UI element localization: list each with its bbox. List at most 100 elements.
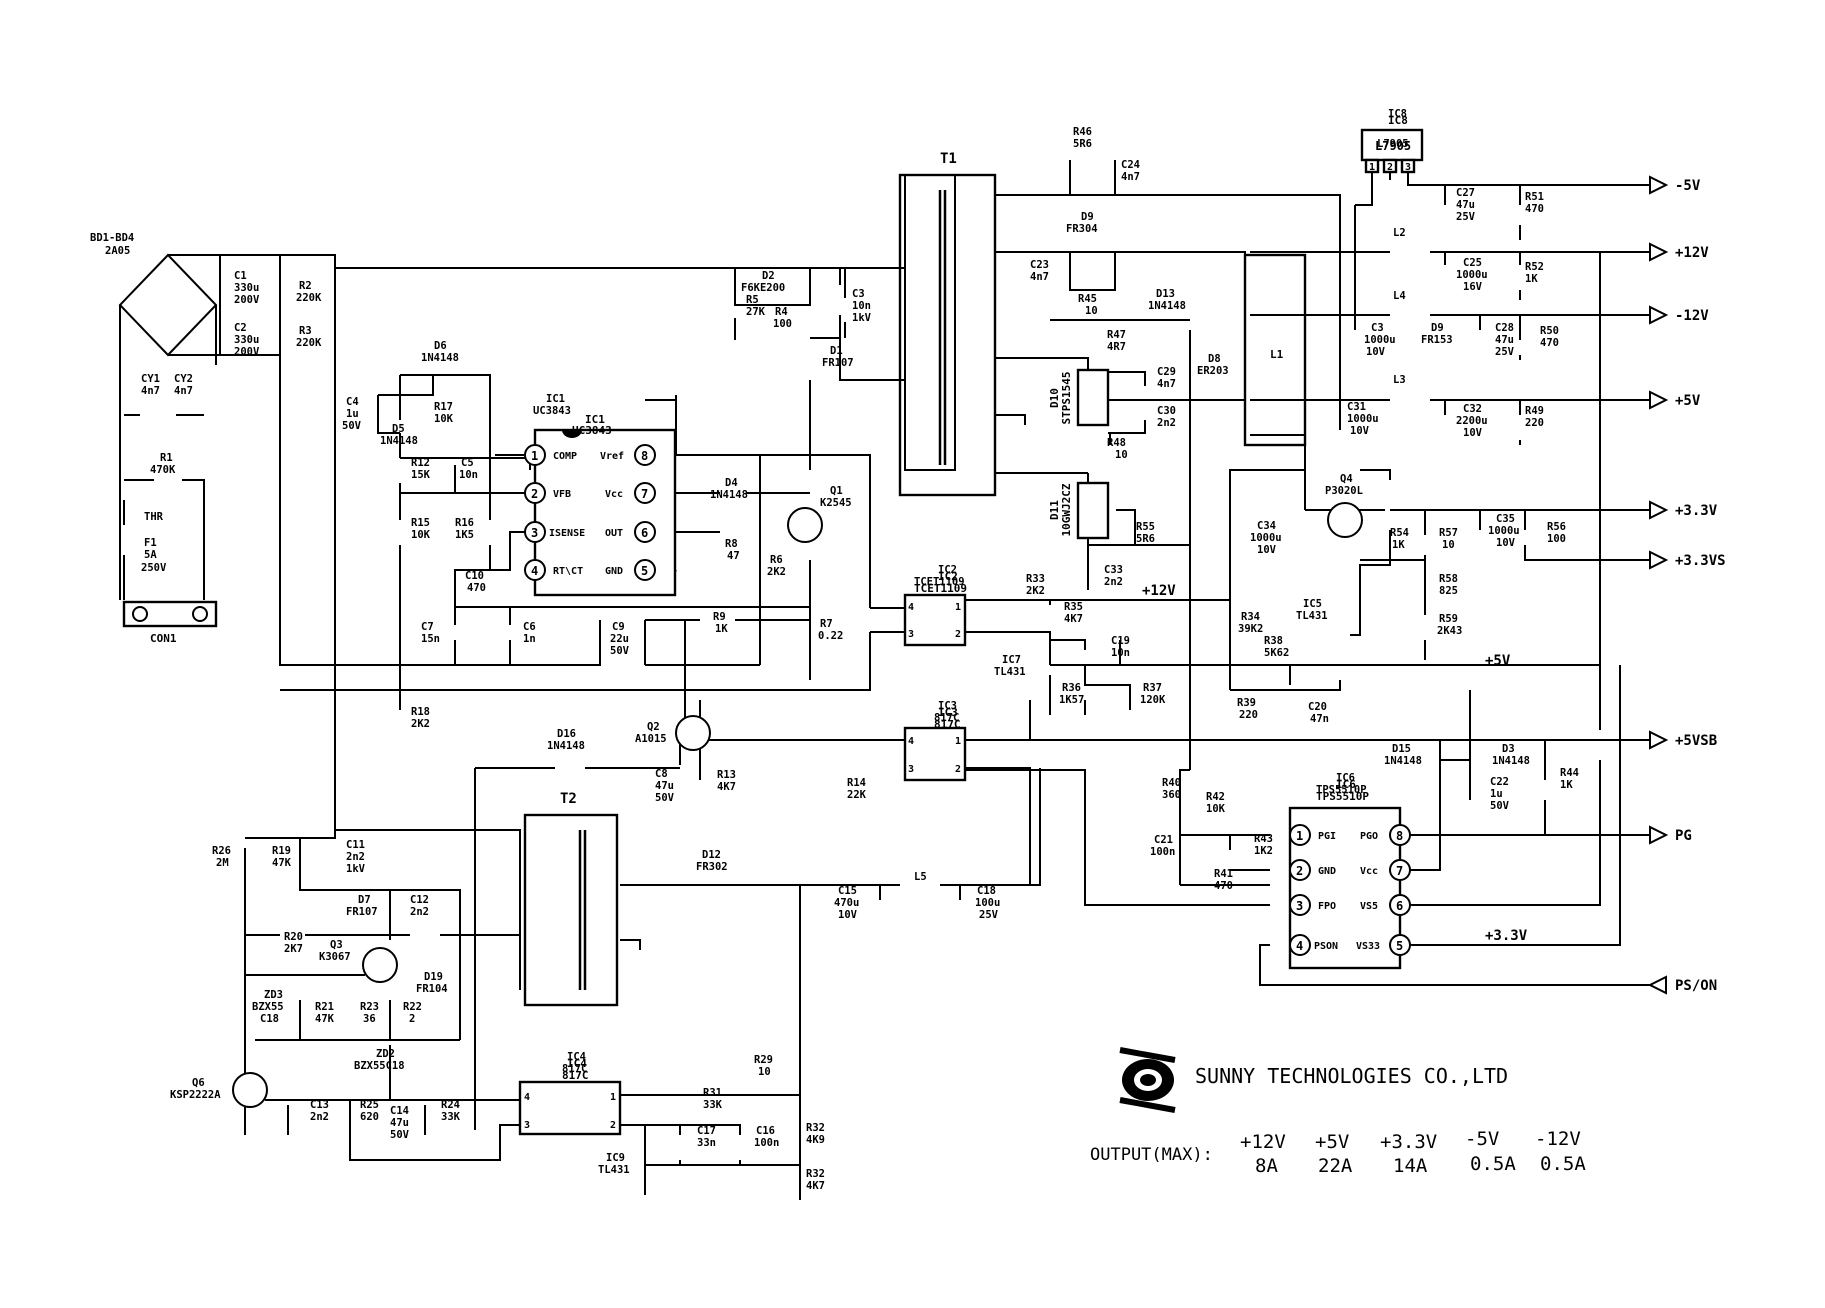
component-label: R15: [411, 517, 430, 529]
output-m5v-amp: 0.5A: [1470, 1153, 1516, 1175]
component-label: 4K7: [717, 781, 736, 793]
component-label: 825: [1439, 585, 1458, 597]
component-label: 250V: [141, 562, 167, 574]
component-label: IC6: [1336, 772, 1355, 784]
component-label: R24: [441, 1099, 460, 1111]
component-label: R46: [1073, 126, 1092, 138]
connector-label: +3.3V: [1675, 503, 1718, 519]
component-label: 1000u: [1364, 334, 1396, 346]
component-label: 2K2: [1026, 585, 1045, 597]
component-label: 2n2: [346, 851, 365, 863]
component-label: 470: [1525, 203, 1544, 215]
component-label: 220: [1525, 417, 1544, 429]
component-label: 1000u: [1347, 413, 1379, 425]
rail-33v: +3.3V: [1485, 928, 1528, 944]
ic6-pin3-num: 3: [1296, 899, 1303, 913]
component-label: 10V: [1366, 346, 1386, 358]
component-label: 2K43: [1437, 625, 1462, 637]
component-label: 1N4148: [1492, 755, 1530, 767]
component-label: R7: [820, 618, 833, 630]
component-label: ZD2: [376, 1048, 395, 1060]
component-label: 100n: [1150, 846, 1175, 858]
component-label: 100n: [754, 1137, 779, 1149]
component-label: R47: [1107, 329, 1126, 341]
ic6-part: TPS5510P: [1316, 790, 1369, 803]
component-label: 10V: [1463, 427, 1483, 439]
component-label: C9: [612, 621, 625, 633]
component-label: R13: [717, 769, 736, 781]
connector-ps-on: PS/ON: [1647, 975, 1717, 995]
ic2-pin3: 3: [908, 629, 914, 640]
component-label: C7: [421, 621, 434, 633]
component-label: 39K2: [1238, 623, 1263, 635]
component-label: 470K: [150, 464, 176, 476]
component-label: 15K: [411, 469, 431, 481]
component-label: Q3: [330, 939, 343, 951]
component-label: TL431: [598, 1164, 630, 1176]
component-label: D3: [1502, 743, 1515, 755]
component-label: 1000u: [1488, 525, 1520, 537]
component-label: D9: [1081, 211, 1094, 223]
component-label: C4: [346, 396, 359, 408]
component-label: R35: [1064, 601, 1083, 613]
ic1-ref: IC1: [585, 413, 605, 426]
title-block: SUNNY TECHNOLOGIES CO.,LTD OUTPUT(MAX): …: [1090, 1064, 1586, 1177]
component-label: R2: [299, 280, 312, 292]
ic6-pin4-num: 4: [1296, 939, 1303, 953]
component-label: 10: [1442, 539, 1455, 551]
connector-label: +5V: [1675, 393, 1701, 409]
ic6-pin-gnd: GND: [1318, 866, 1336, 877]
ic6-pin2-num: 2: [1296, 864, 1303, 878]
connector-label: +3.3VS: [1675, 553, 1726, 569]
component-label: D12: [702, 849, 721, 861]
component-label: 25V: [1456, 211, 1476, 223]
output-m5v-volt: -5V: [1465, 1128, 1499, 1150]
ic1-part: UC3843: [572, 424, 612, 437]
component-label: IC3: [938, 700, 957, 712]
component-label: R51: [1525, 191, 1544, 203]
component-label: R59: [1439, 613, 1458, 625]
component-label: 0.22: [818, 630, 843, 642]
ic1-pin-vcc: Vcc: [605, 489, 623, 500]
ic4-pin3: 3: [524, 1120, 530, 1131]
ic1-pin-out: OUT: [605, 528, 623, 539]
component-label: C15: [838, 885, 857, 897]
component-label: 620: [360, 1111, 379, 1123]
component-label: D15: [1392, 743, 1411, 755]
component-label: 47u: [390, 1117, 409, 1129]
component-label: R26: [212, 845, 231, 857]
component-label: Q6: [192, 1077, 205, 1089]
component-label: 2n2: [1104, 576, 1123, 588]
component-label: 10K: [411, 529, 431, 541]
ic1-pin-vref: Vref: [600, 451, 624, 462]
component-label: R36: [1062, 682, 1081, 694]
component-label: R37: [1143, 682, 1162, 694]
component-label: R1: [160, 452, 173, 464]
component-label: D4: [725, 477, 738, 489]
l1-core: [1243, 253, 1307, 447]
company-name: SUNNY TECHNOLOGIES CO.,LTD: [1195, 1064, 1508, 1088]
output-5v-volt: +5V: [1315, 1131, 1349, 1153]
component-label: L7905: [1377, 138, 1409, 150]
component-label: 1K: [715, 623, 728, 635]
component-label: 1N4148: [1384, 755, 1422, 767]
component-label: R43: [1254, 833, 1273, 845]
wires: [118, 160, 1650, 1200]
component-label: D2: [762, 270, 775, 282]
component-label-vertical: 10GWJ2CZ: [1060, 483, 1073, 536]
rail-5v: +5V: [1485, 653, 1511, 669]
component-label: 200V: [234, 346, 260, 358]
ic3-pin3: 3: [908, 764, 914, 775]
component-label: 10n: [459, 469, 478, 481]
component-label: R8: [725, 538, 738, 550]
ic4-pin4: 4: [524, 1092, 530, 1103]
component-label: 10: [1115, 449, 1128, 461]
ic1-pin2-num: 2: [531, 487, 538, 501]
component-label: L5: [914, 871, 927, 883]
ic1-pin6-num: 6: [641, 526, 648, 540]
component-label: R45: [1078, 293, 1097, 305]
output-33v-amp: 14A: [1393, 1155, 1428, 1177]
ic1-pin4-num: 4: [531, 564, 538, 578]
component-label: C18: [260, 1013, 279, 1025]
component-label: 1K5: [455, 529, 474, 541]
